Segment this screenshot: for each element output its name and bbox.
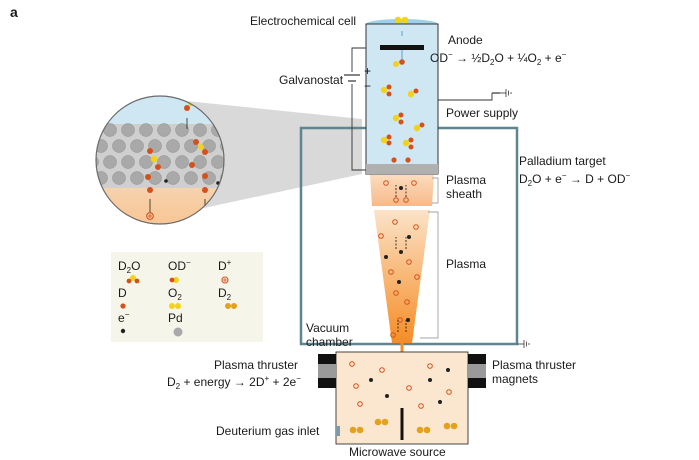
power-supply-label: Power supply [446,106,518,120]
palladium-atom [166,139,180,153]
power-supply-wire [438,93,493,101]
thruster-magnet-left [318,354,336,388]
palladium-atom [175,155,189,169]
legend-d-label: D [118,286,127,300]
thruster-magnets-label-line2: magnets [492,372,538,386]
deuterium-gas-molecules [349,418,458,434]
galvanostat-wire-bottom [351,84,366,171]
legend-electron-symbol [120,328,126,334]
power-supply-ground-icon [500,89,512,97]
palladium-atom [193,155,207,169]
legend-pd-label: Pd [168,311,183,325]
palladium-atom [112,171,126,185]
legend-od-minus-symbol [169,277,179,283]
palladium-atom [139,155,153,169]
palladium-atom [121,155,135,169]
plasma-label: Plasma [446,257,486,271]
legend-d-plus-label: D+ [218,258,232,273]
galvanostat-plus: + [364,64,371,78]
galvanostat-minus: − [364,79,371,93]
plasma-sheath-label-line1: Plasma [446,173,486,187]
lattice-electrons [164,179,220,185]
plasma-particles [378,180,420,338]
legend: D2O OD− D+ D O2 D2 e− Pd [111,252,263,342]
chamber-ground-icon [517,340,530,348]
palladium-atom [96,123,99,137]
deuterium-gas-inlet-label: Deuterium gas inlet [216,424,320,438]
plasma-sheath-label-line2: sheath [446,187,482,201]
palladium-target-label: Palladium target [519,154,606,168]
anode-label: Anode [448,33,483,47]
galvanostat-wire-top [351,47,366,72]
palladium-atom [103,155,117,169]
anode-electrode [380,45,424,50]
vacuum-chamber-label-line1: Vacuum [306,321,349,335]
thruster-magnets-label-line1: Plasma thruster [492,358,576,372]
legend-d2o-label: D2O [118,259,140,275]
legend-d2-label: D2 [218,286,232,302]
palladium-atom [96,155,99,169]
panel-letter: a [10,4,18,20]
legend-d2o-symbol [126,275,140,284]
palladium-atom [184,171,198,185]
palladium-atom [193,123,207,137]
plasma-sheath-region [370,175,434,206]
magnified-lattice-view [95,95,225,225]
target-equation: D2O + e− → D + OD− [519,171,631,188]
electrochemical-cell-label: Electrochemical cell [250,14,356,28]
legend-e-minus-label: e− [118,310,130,325]
thruster-equation: D2 + energy → 2D+ + 2e− [167,374,301,391]
gas-inlet-port [336,426,340,436]
legend-d-plus-symbol [221,276,229,284]
palladium-target-plate [366,164,438,174]
microwave-source-label: Microwave source [349,445,446,459]
palladium-atom [166,171,180,185]
plasma-thruster-label: Plasma thruster [214,358,298,372]
palladium-atom [139,123,153,137]
vacuum-chamber-label-line2: chamber [306,335,353,349]
cell-molecules [380,16,425,163]
legend-box [111,252,263,342]
plasma-brackets [420,177,439,339]
legend-od-minus-label: OD− [168,258,191,273]
palladium-atom [175,123,189,137]
galvanostat-label: Galvanostat [279,73,344,87]
plasma-cone [374,210,430,343]
palladium-atom [121,123,135,137]
palladium-atom [96,171,108,185]
anode-equation: OD− → ½D2O + ¼O2 + e− [430,50,567,67]
legend-d2-symbol [225,303,237,309]
legend-o2-label: O2 [168,286,182,302]
palladium-atom [112,139,126,153]
palladium-atom [130,139,144,153]
legend-pd-symbol [173,327,183,337]
palladium-atom [157,155,171,169]
palladium-atom [157,123,171,137]
legend-d-symbol [120,303,126,309]
palladium-atom [130,171,144,185]
legend-o2-symbol [169,303,181,309]
palladium-atom [211,155,224,169]
plasma-electrons [384,186,411,322]
plasma-arrows [395,185,407,332]
thruster-particles [349,361,452,409]
thruster-magnet-right [468,354,486,388]
